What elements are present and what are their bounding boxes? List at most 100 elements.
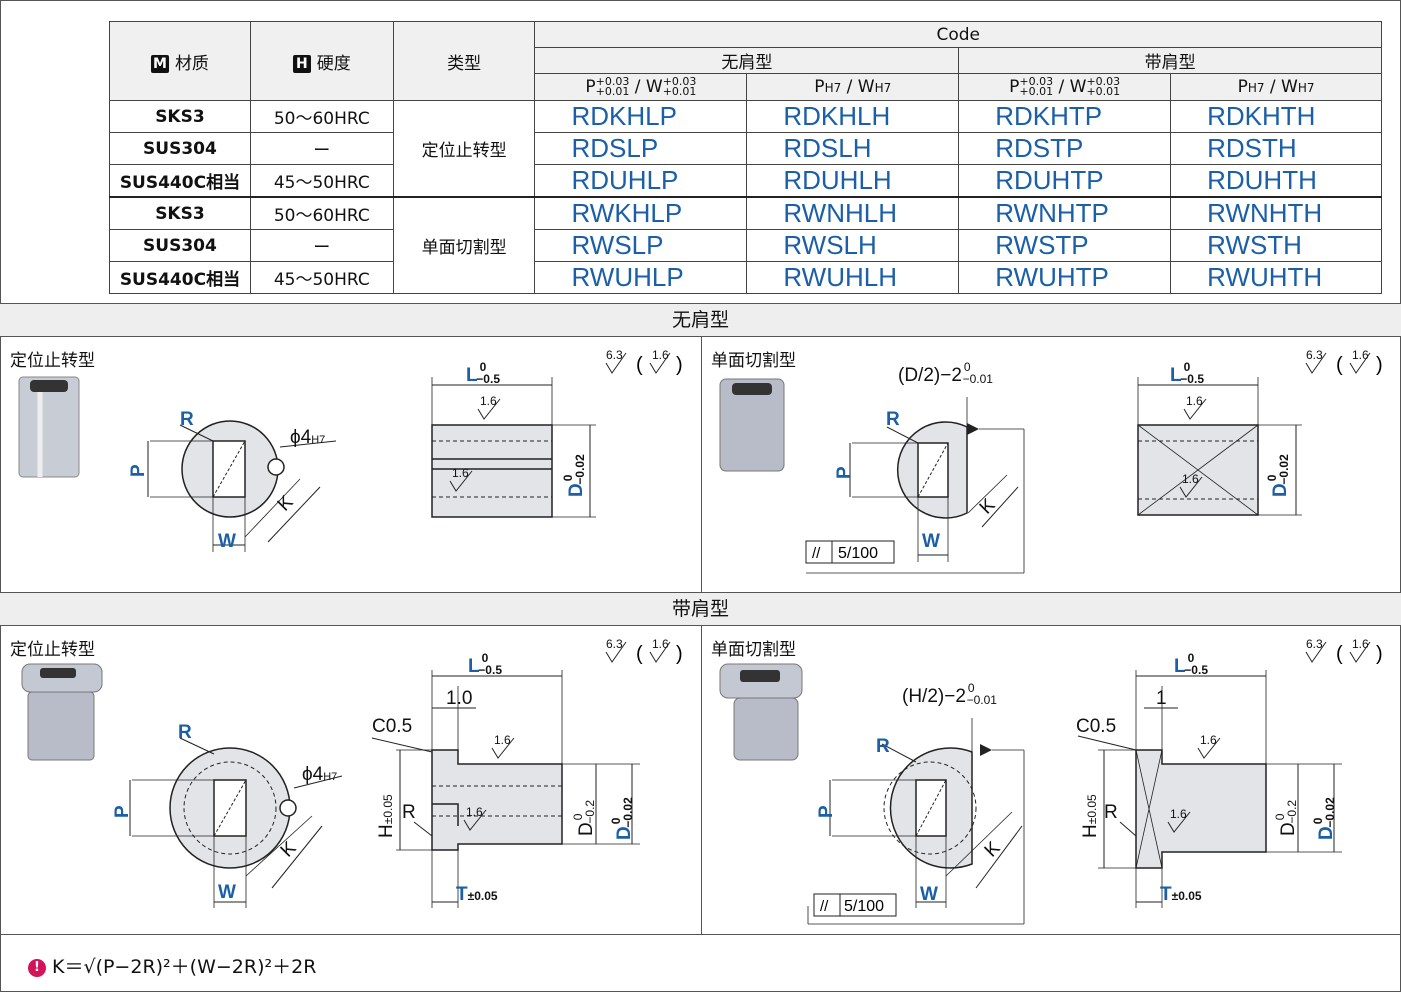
- dim-W: W: [920, 884, 938, 905]
- svg-text:1.6: 1.6: [1170, 807, 1187, 821]
- product-photo-icon: [719, 663, 803, 761]
- formula-text: K＝√(P−2R)²＋(W−2R)²＋2R: [52, 956, 317, 978]
- dim-T: T±0.05: [456, 884, 498, 905]
- header-shoulder: 带肩型: [958, 47, 1382, 74]
- svg-text:1.0: 1.0: [446, 688, 472, 709]
- cell-code[interactable]: RDSLH: [746, 132, 960, 165]
- svg-text:6.3: 6.3: [1306, 348, 1323, 362]
- svg-text:): ): [1376, 643, 1383, 665]
- cell-material: SUS304: [109, 229, 251, 262]
- svg-text:C0.5: C0.5: [1076, 716, 1116, 737]
- section-divider: [701, 626, 702, 934]
- dim-R: R: [180, 409, 194, 430]
- cell-code[interactable]: RDSLP: [534, 132, 748, 165]
- svg-text:(: (: [1336, 354, 1343, 376]
- svg-text:1.6: 1.6: [652, 348, 669, 362]
- label-positioning-1: 定位止转型: [10, 351, 95, 371]
- svg-text:1.6: 1.6: [480, 394, 497, 408]
- svg-text:1.6: 1.6: [1200, 733, 1217, 747]
- dim-P: P: [834, 466, 855, 479]
- cell-code[interactable]: RDKHTH: [1170, 100, 1382, 133]
- cell-code[interactable]: RWUHLH: [746, 261, 960, 294]
- svg-text:1.6: 1.6: [494, 733, 511, 747]
- dim-K: K: [274, 491, 298, 515]
- cell-code[interactable]: RWNHLH: [746, 196, 960, 230]
- dim-W: W: [218, 531, 236, 552]
- cell-hardness: 50～60HRC: [249, 196, 394, 230]
- cell-code[interactable]: RDKHLH: [746, 100, 960, 133]
- svg-text:5/100: 5/100: [838, 545, 878, 562]
- formula-note: !K＝√(P−2R)²＋(W−2R)²＋2R: [28, 952, 316, 979]
- svg-text:): ): [1376, 354, 1383, 376]
- cell-code[interactable]: RWSLP: [534, 229, 748, 262]
- cell-code[interactable]: RWSTH: [1170, 229, 1382, 262]
- svg-text:1.6: 1.6: [466, 805, 483, 819]
- svg-text:5/100: 5/100: [844, 898, 884, 915]
- cell-hardness: 45～50HRC: [249, 164, 394, 198]
- cell-code[interactable]: RDUHTH: [1170, 164, 1382, 198]
- header-no-shoulder: 无肩型: [534, 47, 960, 74]
- svg-text:6.3: 6.3: [1306, 637, 1323, 651]
- cell-code[interactable]: RWUHLP: [534, 261, 748, 294]
- svg-text://: //: [812, 545, 821, 562]
- svg-text:6.3: 6.3: [606, 348, 623, 362]
- section-divider: [701, 337, 702, 592]
- dim-hole: ϕ4H7: [302, 764, 337, 785]
- svg-text:1.6: 1.6: [1182, 472, 1199, 486]
- dim-hole: ϕ4H7: [290, 427, 325, 448]
- dim-K: K: [981, 837, 1005, 861]
- header-tol-a-1: P+0.03+0.01 / W+0.03+0.01: [534, 73, 748, 101]
- section-band-no-shoulder: 无肩型: [0, 303, 1401, 337]
- cell-material: SKS3: [109, 100, 251, 133]
- cell-hardness: ー: [249, 229, 394, 262]
- header-type: 类型: [392, 21, 536, 101]
- cell-code[interactable]: RDKHTP: [958, 100, 1172, 133]
- svg-text:R: R: [1104, 802, 1118, 823]
- cell-code[interactable]: RDUHLP: [534, 164, 748, 198]
- dim-H: H±0.05: [1080, 794, 1101, 838]
- svg-text:R: R: [402, 802, 416, 823]
- header-tol-a-2: P+0.03+0.01 / W+0.03+0.01: [958, 73, 1172, 101]
- cell-code[interactable]: RWNHTP: [958, 196, 1172, 230]
- cell-code[interactable]: RDKHLP: [534, 100, 748, 133]
- dim-P: P: [128, 464, 149, 477]
- cell-material: SKS3: [109, 196, 251, 230]
- dim-H: H±0.05: [376, 794, 397, 838]
- dim-P: P: [112, 805, 133, 818]
- cell-code[interactable]: RWUHTH: [1170, 261, 1382, 294]
- svg-text:6.3: 6.3: [606, 637, 623, 651]
- cell-code[interactable]: RDSTP: [958, 132, 1172, 165]
- cell-code[interactable]: RWKHLP: [534, 196, 748, 230]
- dim-W: W: [218, 882, 236, 903]
- cell-code[interactable]: RWSLH: [746, 229, 960, 262]
- dim-R: R: [886, 409, 900, 430]
- svg-text:1.6: 1.6: [1352, 348, 1369, 362]
- dim-D: D0−0.02: [609, 797, 635, 840]
- cell-code[interactable]: RWSTP: [958, 229, 1172, 262]
- cell-material: SUS440C相当: [109, 164, 251, 198]
- product-photo-icon: [18, 376, 80, 478]
- cell-type: 单面切割型: [392, 196, 536, 294]
- cell-code[interactable]: RWNHTH: [1170, 196, 1382, 230]
- label-single-cut-1: 单面切割型: [711, 351, 796, 371]
- cell-code[interactable]: RWUHTP: [958, 261, 1172, 294]
- dim-P: P: [816, 805, 837, 818]
- dim-W: W: [922, 531, 940, 552]
- svg-text:1.6: 1.6: [452, 466, 469, 480]
- cell-code[interactable]: RDSTH: [1170, 132, 1382, 165]
- cell-code[interactable]: RDUHLH: [746, 164, 960, 198]
- cell-code[interactable]: RDUHTP: [958, 164, 1172, 198]
- cell-hardness: 45～50HRC: [249, 261, 394, 294]
- product-photo-icon: [719, 378, 785, 472]
- cell-material: SUS440C相当: [109, 261, 251, 294]
